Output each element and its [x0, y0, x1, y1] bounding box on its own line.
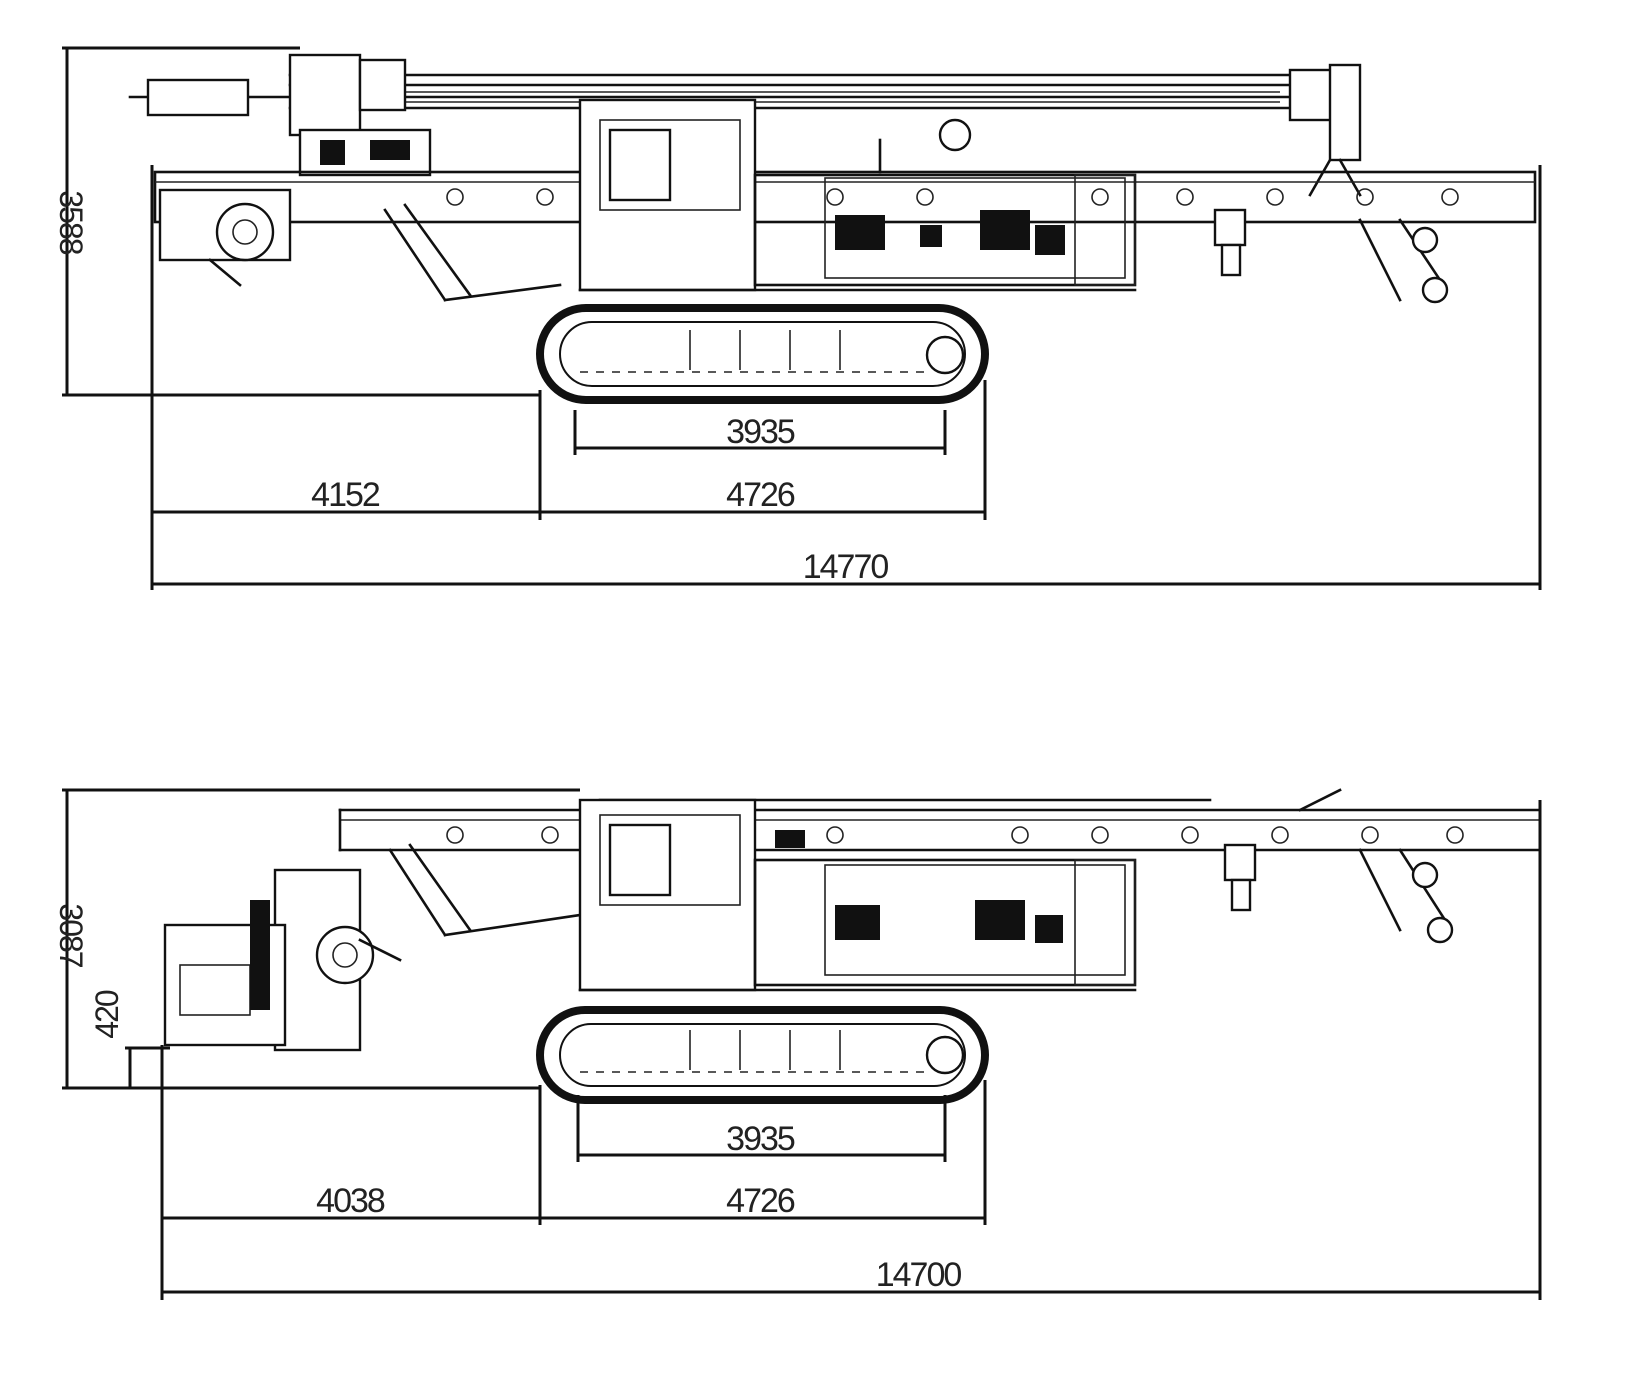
top-dimensions — [62, 46, 1542, 590]
top-mast — [128, 53, 1362, 197]
top-overall-length-label: 14770 — [803, 548, 889, 586]
bottom-overall-length-label: 14700 — [876, 1256, 962, 1294]
top-height-label: 3588 — [53, 190, 89, 254]
drill-rig-bottom-view — [163, 788, 1542, 1104]
bottom-cab — [578, 798, 1137, 992]
bottom-dimensions — [62, 788, 1542, 1300]
top-cab — [578, 98, 1137, 292]
top-dimension-labels: 3588 3935 4152 4726 14770 — [53, 190, 890, 586]
top-frame — [153, 170, 1537, 304]
top-track-length-label: 4726 — [726, 476, 795, 514]
top-crawler-track — [536, 304, 989, 404]
frame-holes — [446, 188, 1459, 206]
top-track-contact-label: 3935 — [726, 413, 795, 451]
bottom-front-overhang-label: 4038 — [316, 1182, 385, 1220]
bottom-track-contact-label: 3935 — [726, 1120, 795, 1158]
bottom-dimension-labels: 3087 420 3935 4038 4726 14700 — [53, 903, 963, 1294]
bottom-frame — [338, 788, 1542, 944]
bottom-power-head — [163, 843, 582, 1052]
bottom-crawler-track — [536, 1006, 989, 1104]
bottom-track-length-label: 4726 — [726, 1182, 795, 1220]
top-front-overhang-label: 4152 — [311, 476, 380, 514]
bottom-clearance-label: 420 — [89, 990, 125, 1039]
bottom-height-label: 3087 — [53, 903, 89, 967]
drill-rig-top-view — [128, 53, 1537, 404]
